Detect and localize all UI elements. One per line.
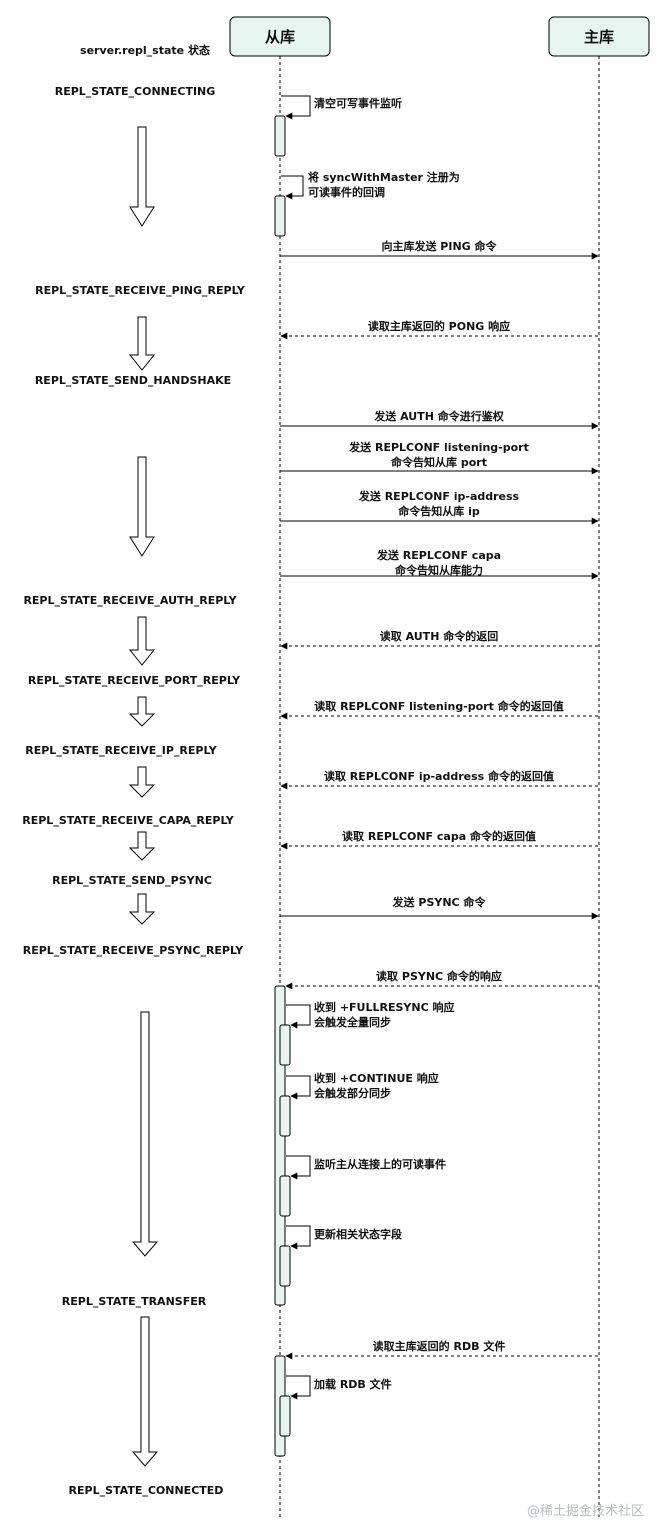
state-transition-arrow — [128, 766, 156, 798]
state-label: REPL_STATE_RECEIVE_IP_REPLY — [25, 744, 217, 757]
self-call-arrow — [281, 95, 311, 120]
message: 读取 AUTH 命令的返回 — [280, 629, 598, 650]
message-label: 发送 REPLCONF listening-port — [348, 440, 529, 454]
header-label: server.repl_state 状态 — [80, 43, 210, 57]
self-call-label: 可读事件的回调 — [308, 185, 385, 199]
state-transition-arrow — [129, 126, 155, 227]
self-call-label: 收到 +CONTINUE 响应 — [314, 1071, 439, 1085]
state-transition-arrow — [129, 456, 155, 557]
message: 读取 REPLCONF capa 命令的返回值 — [280, 829, 598, 850]
message: 读取 REPLCONF listening-port 命令的返回值 — [280, 699, 598, 720]
self-call-label: 将 syncWithMaster 注册为 — [308, 170, 460, 184]
self-call: 收到 +FULLRESYNC 响应 会触发全量同步 — [286, 1000, 455, 1029]
slave-actor: 从库 — [229, 16, 331, 57]
message: 发送 REPLCONF ip-address 命令告知从库 ip — [280, 489, 599, 525]
self-call-arrow — [286, 1075, 311, 1100]
message-label: 命令告知从库 port — [390, 455, 487, 469]
self-call-label: 加载 RDB 文件 — [313, 1377, 392, 1391]
message-label: 发送 REPLCONF capa — [376, 548, 501, 562]
message: 读取 PSYNC 命令的响应 — [285, 969, 598, 990]
state-label: REPL_STATE_RECEIVE_CAPA_REPLY — [22, 814, 234, 827]
message-label: 发送 REPLCONF ip-address — [358, 489, 520, 503]
activation-bar — [279, 1175, 291, 1217]
activation-bar — [274, 115, 286, 157]
message: 发送 AUTH 命令进行鉴权 — [280, 409, 599, 430]
activation-bar — [279, 1395, 291, 1437]
state-label: REPL_STATE_SEND_HANDSHAKE — [35, 374, 231, 387]
activation-bar — [279, 1095, 291, 1137]
self-call-label: 更新相关状态字段 — [314, 1227, 402, 1241]
activation-bar — [279, 1245, 291, 1287]
master-actor-label: 主库 — [584, 28, 614, 46]
self-call: 将 syncWithMaster 注册为 可读事件的回调 — [281, 170, 460, 200]
state-label: REPL_STATE_TRANSFER — [62, 1295, 207, 1308]
master-actor-box — [548, 16, 650, 57]
state-transition-arrow — [128, 616, 156, 666]
message: 读取主库返回的 PONG 响应 — [280, 319, 598, 340]
self-call-arrow — [286, 1375, 311, 1400]
state-label: REPL_STATE_RECEIVE_PSYNC_REPLY — [23, 944, 245, 957]
message: 发送 PSYNC 命令 — [280, 895, 599, 920]
message-label: 读取主库返回的 PONG 响应 — [368, 319, 510, 333]
self-call-arrow — [286, 1004, 311, 1029]
state-label: REPL_STATE_SEND_PSYNC — [52, 874, 212, 887]
state-transition-arrow — [128, 893, 156, 925]
self-call-arrow — [286, 1225, 311, 1250]
message-label: 向主库发送 PING 命令 — [381, 239, 497, 253]
watermark: @稀土掘金技术社区 — [527, 1503, 644, 1519]
state-transition-arrow — [128, 831, 156, 861]
message: 读取主库返回的 RDB 文件 — [285, 1339, 598, 1360]
message-label: 发送 PSYNC 命令 — [392, 895, 487, 909]
activation-bar — [274, 195, 286, 237]
message-label: 读取 REPLCONF listening-port 命令的返回值 — [314, 699, 563, 713]
message: 发送 REPLCONF listening-port 命令告知从库 port — [280, 440, 599, 475]
self-call-label: 会触发全量同步 — [314, 1015, 391, 1029]
message: 读取 REPLCONF ip-address 命令的返回值 — [280, 769, 598, 790]
self-call-label: 会触发部分同步 — [314, 1086, 391, 1100]
message-label: 发送 AUTH 命令进行鉴权 — [373, 409, 504, 423]
master-actor: 主库 — [548, 16, 650, 57]
self-call-label: 清空可写事件监听 — [314, 96, 402, 110]
slave-actor-label: 从库 — [265, 28, 295, 46]
message-label: 读取 PSYNC 命令的响应 — [376, 969, 502, 983]
state-transition-arrow — [131, 1011, 159, 1257]
message: 向主库发送 PING 命令 — [280, 239, 599, 260]
message: 发送 REPLCONF capa 命令告知从库能力 — [280, 548, 599, 580]
message-label: 命令告知从库能力 — [394, 563, 483, 577]
activation-bar — [274, 985, 286, 1306]
state-label: REPL_STATE_RECEIVE_PING_REPLY — [35, 284, 246, 297]
message-label: 读取 REPLCONF capa 命令的返回值 — [342, 829, 536, 843]
self-call: 加载 RDB 文件 — [286, 1375, 392, 1400]
self-call: 清空可写事件监听 — [281, 95, 402, 120]
message-label: 读取主库返回的 RDB 文件 — [373, 1339, 506, 1353]
message-label: 读取 AUTH 命令的返回 — [380, 629, 498, 643]
state-label: REPL_STATE_RECEIVE_AUTH_REPLY — [23, 594, 237, 607]
state-transition-arrow — [128, 316, 156, 371]
slave-actor-box — [229, 16, 331, 57]
activation-bar — [279, 1024, 291, 1066]
self-call-label: 收到 +FULLRESYNC 响应 — [314, 1000, 455, 1014]
state-label: REPL_STATE_CONNECTED — [69, 1484, 224, 1497]
state-label: REPL_STATE_RECEIVE_PORT_REPLY — [28, 674, 241, 687]
message-label: 命令告知从库 ip — [397, 504, 480, 518]
state-label: REPL_STATE_CONNECTING — [55, 85, 216, 98]
self-call: 监听主从连接上的可读事件 — [286, 1155, 446, 1180]
self-call-arrow — [281, 175, 304, 200]
state-transition-arrow — [128, 696, 156, 727]
self-call-arrow — [286, 1155, 311, 1180]
state-transition-arrow — [131, 1316, 159, 1467]
self-call-label: 监听主从连接上的可读事件 — [314, 1157, 446, 1171]
message-label: 读取 REPLCONF ip-address 命令的返回值 — [324, 769, 554, 783]
self-call: 更新相关状态字段 — [286, 1225, 402, 1250]
self-call: 收到 +CONTINUE 响应 会触发部分同步 — [286, 1071, 439, 1100]
